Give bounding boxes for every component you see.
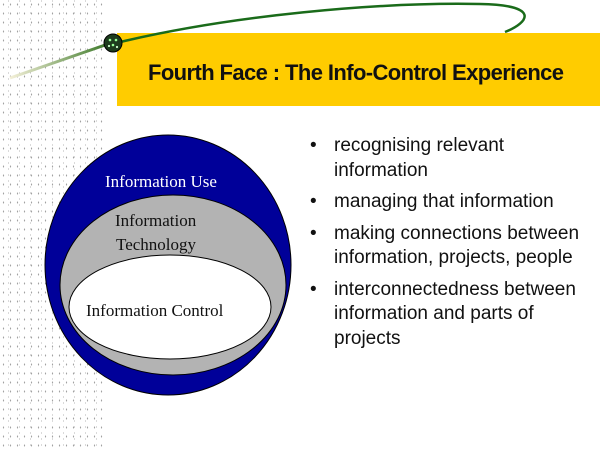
slide-title: Fourth Face : The Info-Control Experienc… bbox=[148, 60, 564, 85]
label-information-technology-line1: Information bbox=[115, 211, 197, 230]
label-information-use: Information Use bbox=[105, 172, 217, 191]
bullet-list: recognising relevant information managin… bbox=[306, 134, 596, 358]
bullet-item: managing that information bbox=[306, 190, 596, 215]
inner-ellipse-information-control bbox=[68, 254, 272, 360]
bullet-item: interconnectedness between information a… bbox=[306, 278, 596, 352]
nested-ellipse-diagram bbox=[44, 134, 292, 396]
swoosh-decoration bbox=[9, 2, 526, 80]
title-banner bbox=[117, 33, 600, 106]
bullet-item: recognising relevant information bbox=[306, 134, 596, 183]
globe-icon bbox=[103, 33, 123, 53]
bullet-item: making connections between information, … bbox=[306, 222, 596, 271]
label-information-technology-line2: Technology bbox=[116, 235, 197, 254]
label-information-control: Information Control bbox=[86, 301, 224, 320]
